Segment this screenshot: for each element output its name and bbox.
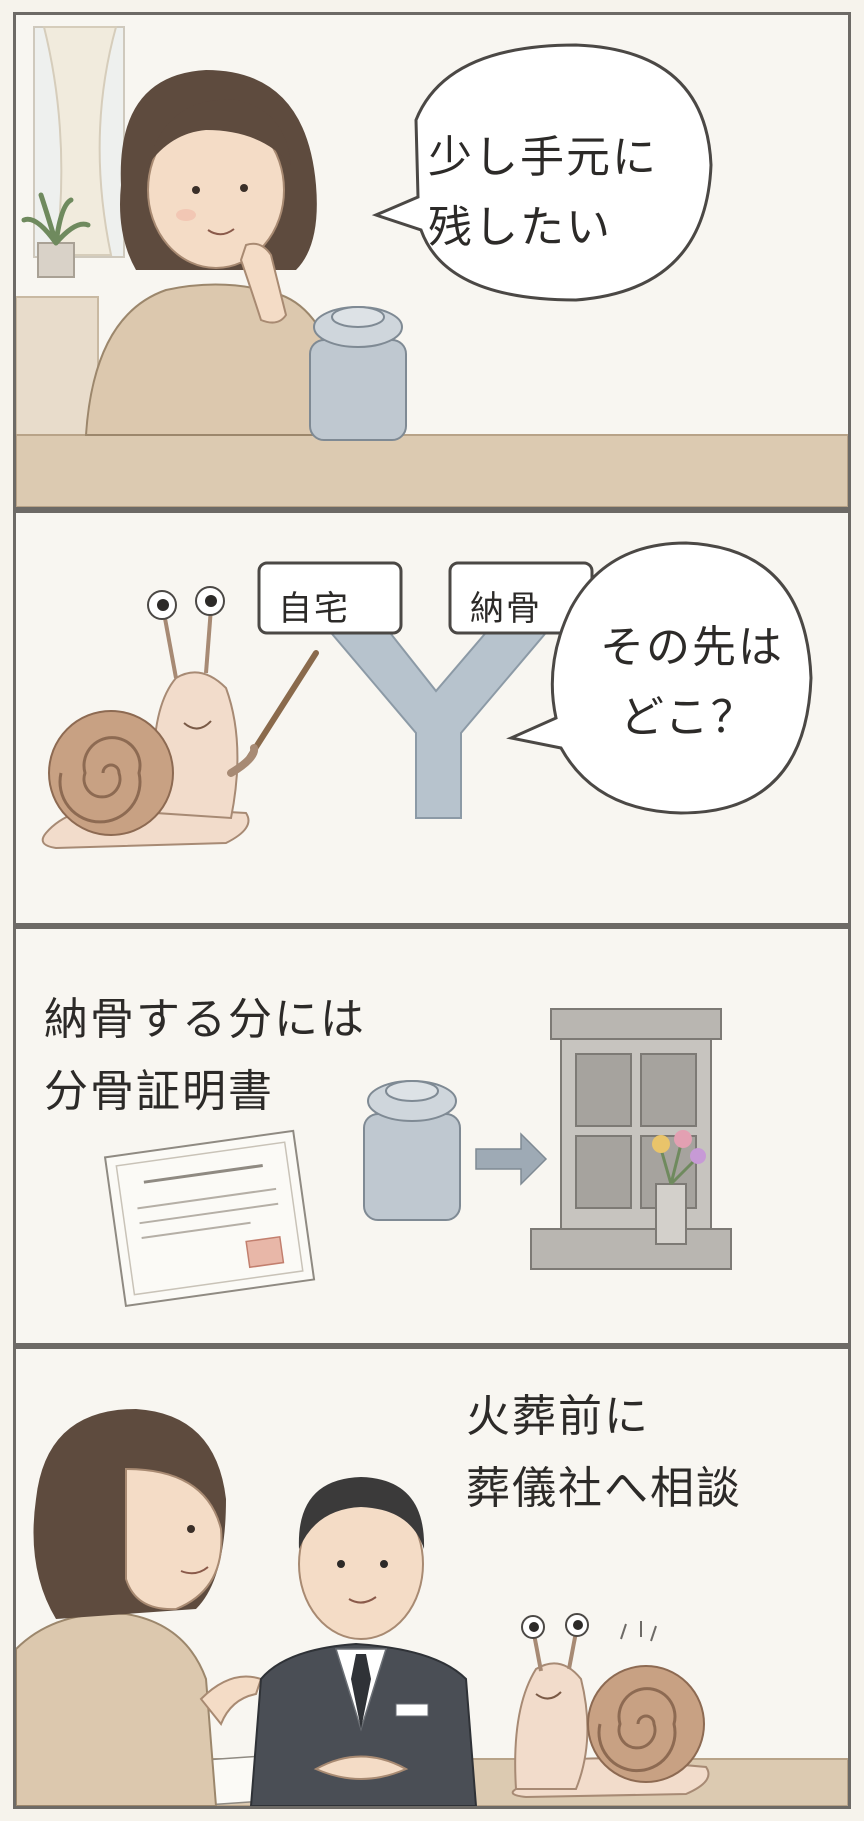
speech-text-2b: どこ？ — [620, 692, 757, 743]
speech-text-1a: 少し手元に — [428, 132, 658, 183]
man-hands — [313, 1755, 409, 1780]
label-home: 自宅 — [278, 589, 350, 629]
caption-3b: 分骨証明書 — [44, 1066, 274, 1117]
arrow-right-icon — [475, 1132, 548, 1186]
signpost-y-icon — [313, 614, 564, 819]
caption-4a: 火葬前に — [466, 1391, 650, 1442]
plant-icon — [21, 192, 91, 246]
curtain — [42, 26, 118, 256]
sparkle-icon — [620, 1621, 657, 1642]
woman-hand-2 — [199, 1675, 263, 1726]
snail-icon-2 — [511, 1613, 710, 1799]
pointer-stick — [246, 650, 319, 761]
panel-3-art — [103, 1008, 732, 1308]
panel-1-art — [16, 26, 848, 507]
panel-2: 自宅 納骨 その先は どこ？ — [13, 510, 851, 926]
woman-2 — [16, 1409, 263, 1806]
caption-4b: 葬儀社へ相談 — [466, 1463, 742, 1514]
panel-4-art — [16, 1409, 848, 1806]
speech-bubble-1 — [371, 43, 713, 302]
label-interment: 納骨 — [470, 589, 542, 629]
label-box-left — [257, 561, 403, 635]
urn-icon-2 — [363, 1080, 461, 1221]
table — [16, 434, 848, 507]
panel-1: 少し手元に 残したい — [13, 12, 851, 510]
ossuary-icon — [530, 1008, 732, 1270]
panel-4: 火葬前に 葬儀社へ相談 — [13, 1346, 851, 1809]
plant-pot — [37, 242, 75, 278]
seal-stamp — [245, 1235, 285, 1269]
caption-3a: 納骨する分には — [44, 994, 366, 1045]
panel-3: 納骨する分には 分骨証明書 — [13, 926, 851, 1346]
speech-bubble-2 — [506, 541, 813, 815]
snail-icon — [41, 586, 259, 850]
panel-2-art — [41, 541, 813, 850]
speech-text-1b: 残したい — [428, 202, 612, 253]
urn-icon — [309, 306, 407, 441]
speech-text-2a: その先は — [600, 622, 784, 673]
name-badge — [395, 1703, 429, 1717]
certificate-icon — [103, 1129, 316, 1308]
woman-hand — [239, 242, 288, 324]
staff-man — [249, 1477, 478, 1806]
